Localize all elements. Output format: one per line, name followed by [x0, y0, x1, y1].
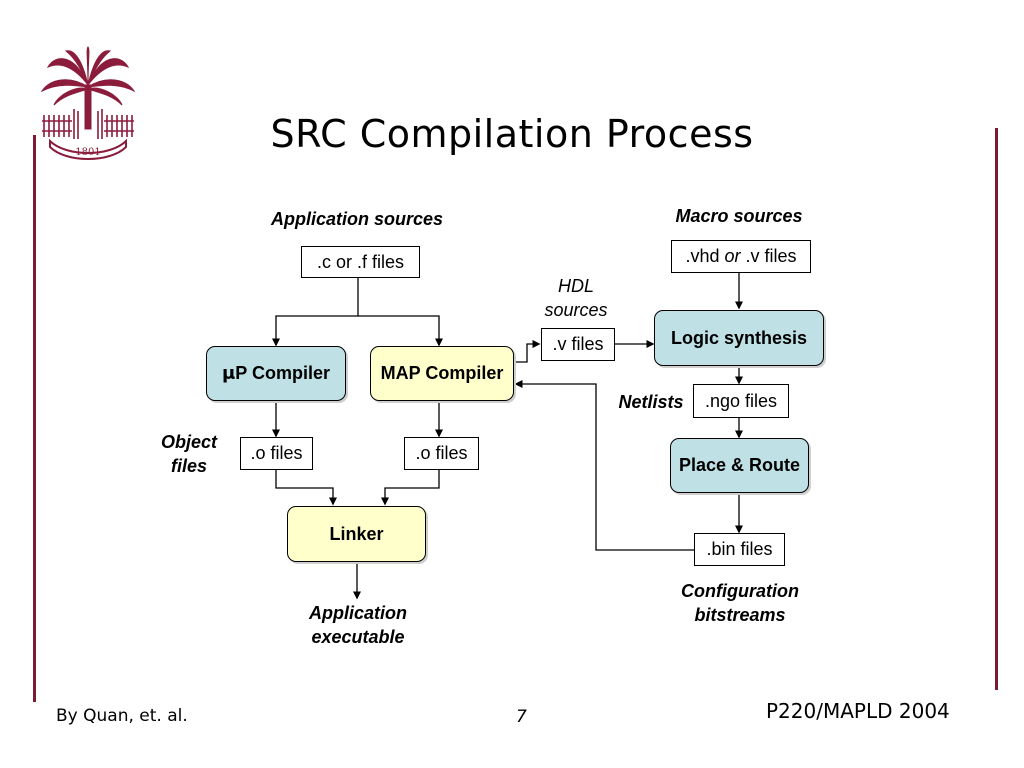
- arrow-sources-to-map-compiler: [358, 315, 443, 347]
- label-object-files-line2: files: [170, 456, 208, 476]
- process-place-route: Place & Route: [670, 438, 809, 493]
- left-accent-rule: [33, 135, 36, 702]
- label-configuration-bitstreams-line2: bitstreams: [694, 605, 786, 625]
- label-application-executable: Application executable: [288, 601, 428, 649]
- label-application-executable-line2: executable: [311, 627, 405, 647]
- palmetto-seal-icon: 1801: [40, 46, 136, 160]
- label-object-files: Object files: [148, 430, 230, 478]
- arrow-right-ofiles-to-linker: [381, 470, 440, 506]
- file-box-c-f-files: .c or .f files: [301, 246, 420, 278]
- label-netlists: Netlists: [618, 392, 684, 412]
- file-box-o-files-right: .o files: [404, 437, 479, 470]
- right-accent-rule: [995, 128, 998, 690]
- vhd-prefix: .vhd: [685, 246, 725, 266]
- arrow-left-ofiles-to-linker: [275, 470, 337, 506]
- process-logic-synthesis: Logic synthesis: [654, 310, 824, 366]
- file-box-ngo-files: .ngo files: [693, 384, 789, 418]
- label-hdl-sources: HDL sources: [530, 274, 622, 322]
- label-application-executable-line1: Application: [309, 603, 407, 623]
- file-box-o-files-left: .o files: [240, 437, 313, 470]
- file-box-bin-files: .bin files: [694, 533, 785, 566]
- file-box-vhd-v-files: .vhd or .v files: [671, 240, 811, 273]
- vhd-or: or: [724, 246, 741, 266]
- process-map-compiler: MAP Compiler: [370, 346, 514, 401]
- university-logo: 1801: [36, 45, 140, 163]
- label-object-files-line1: Object: [160, 432, 217, 452]
- slide-title: SRC Compilation Process: [270, 112, 754, 156]
- file-box-v-files: .v files: [541, 328, 615, 361]
- mu-symbol: μ: [222, 363, 236, 384]
- label-hdl-sources-line1: HDL: [557, 276, 594, 296]
- label-configuration-bitstreams: Configuration bitstreams: [664, 579, 816, 627]
- footer-author: By Quan, et. al.: [56, 706, 188, 726]
- label-configuration-bitstreams-line1: Configuration: [681, 581, 799, 601]
- vhd-suffix: .v files: [740, 246, 797, 266]
- label-macro-sources: Macro sources: [675, 206, 803, 226]
- footer-event: P220/MAPLD 2004: [766, 699, 950, 723]
- logo-year: 1801: [75, 147, 100, 158]
- label-hdl-sources-line2: sources: [544, 300, 608, 320]
- arrow-sources-to-up-compiler: [272, 277, 359, 347]
- process-linker: Linker: [287, 506, 426, 562]
- footer-page-number: 7: [516, 707, 527, 727]
- label-application-sources: Application sources: [270, 209, 444, 229]
- arrow-map-compiler-to-vfiles: [514, 340, 541, 363]
- arrow-bin-to-map-compiler: [514, 380, 694, 551]
- up-compiler-label: P Compiler: [235, 363, 330, 383]
